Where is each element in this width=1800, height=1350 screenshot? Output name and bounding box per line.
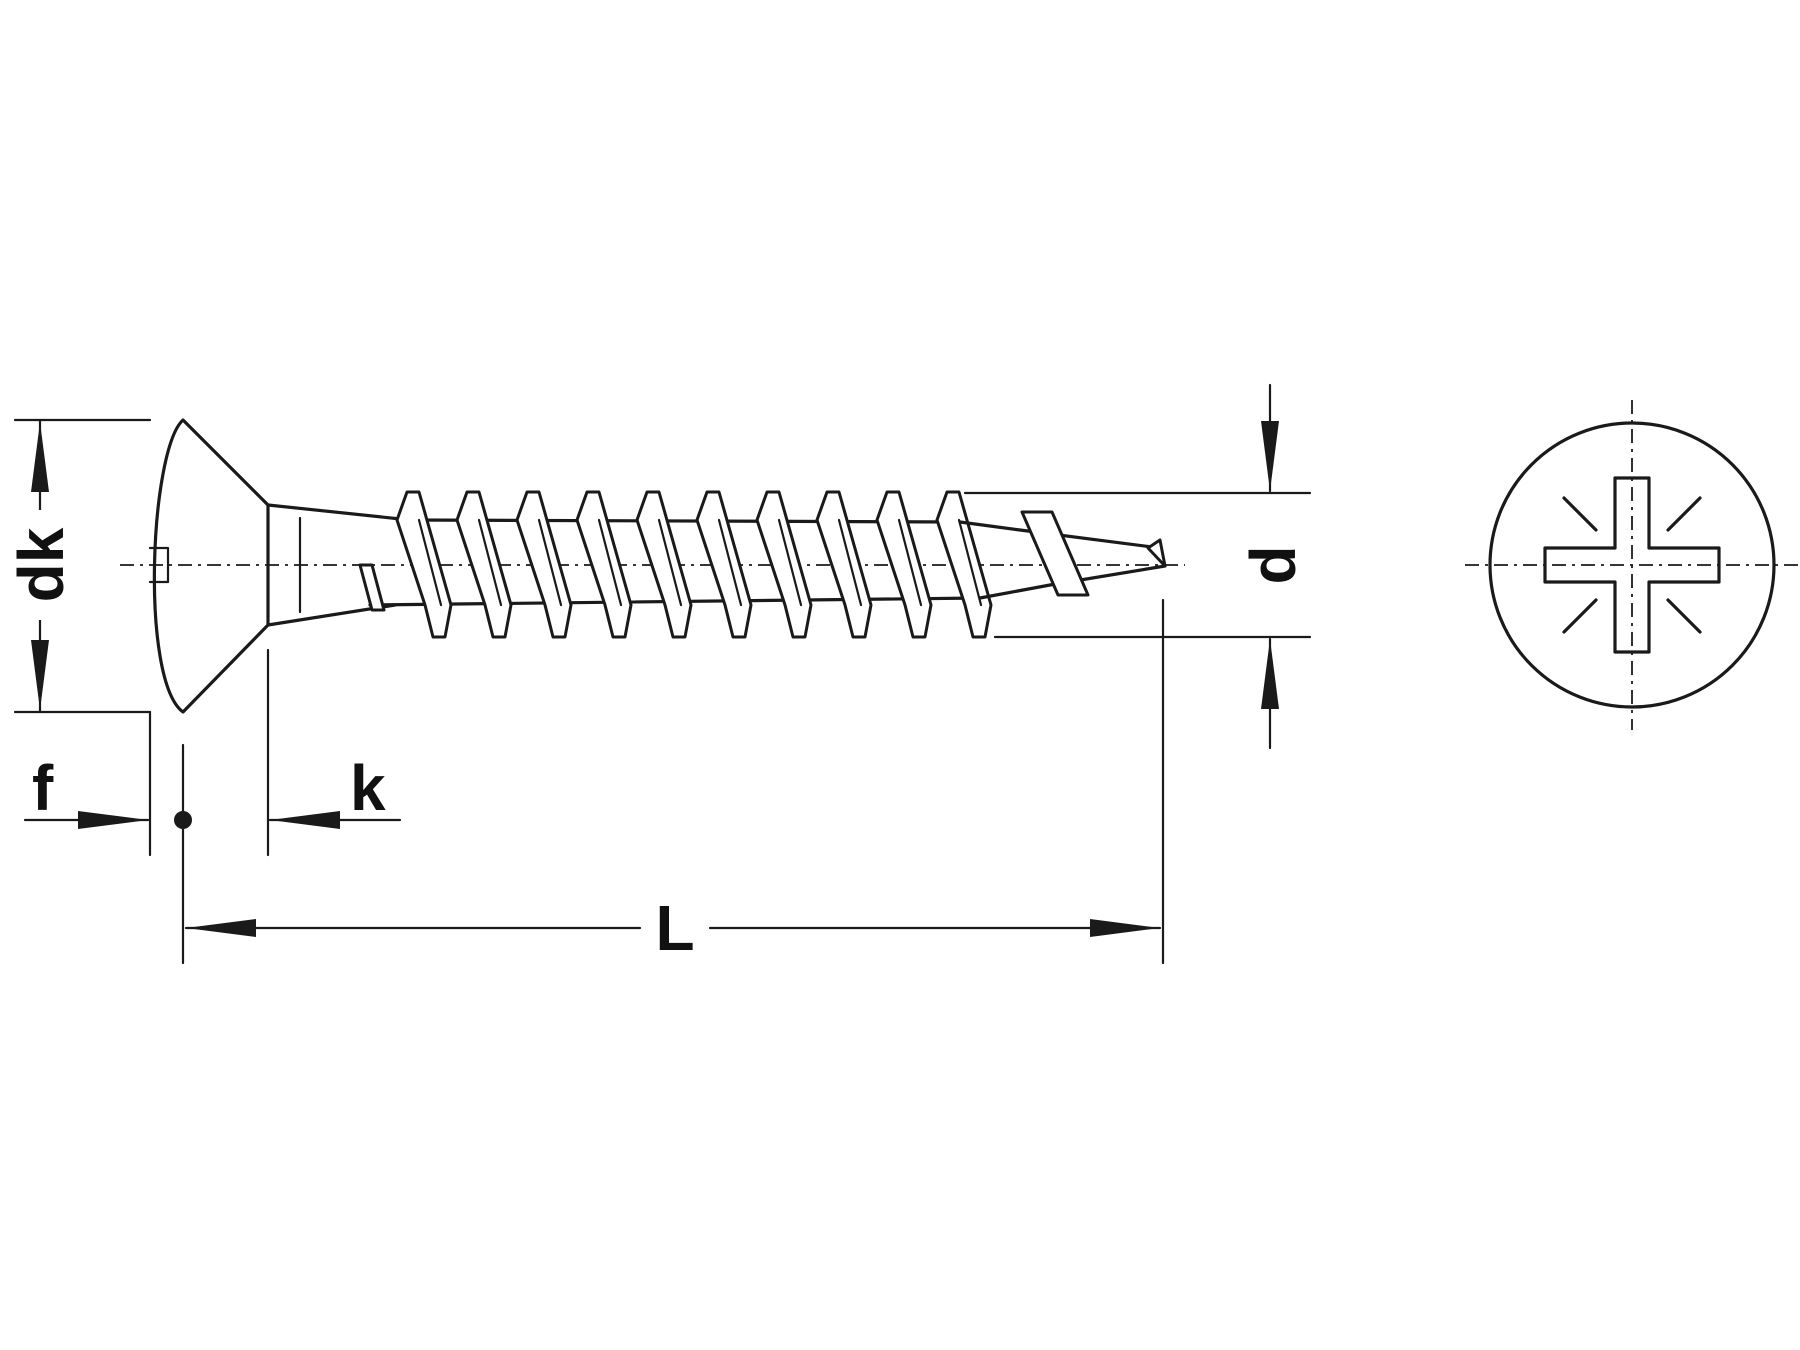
k-arrow bbox=[270, 811, 340, 829]
dimension-f: f bbox=[23, 710, 192, 965]
thread-flank bbox=[455, 490, 513, 639]
f-arrow bbox=[78, 811, 148, 829]
thread-flank bbox=[695, 490, 753, 639]
label-k: k bbox=[350, 752, 386, 824]
screw-head bbox=[152, 418, 270, 714]
dimension-d: d bbox=[963, 383, 1312, 750]
pozi-cross-recess bbox=[1543, 476, 1721, 654]
pozi-tick-marks bbox=[1562, 496, 1702, 634]
tip-thread-2 bbox=[1146, 538, 1167, 568]
label-L: L bbox=[655, 892, 694, 964]
L-arrow-right bbox=[1090, 919, 1160, 937]
thread-helix-line bbox=[657, 518, 683, 607]
thread-flank bbox=[515, 490, 573, 639]
thread-flank bbox=[935, 490, 993, 639]
d-arrow-top bbox=[1261, 421, 1279, 491]
thread-helix-line bbox=[597, 518, 623, 607]
d-arrow-bottom bbox=[1261, 639, 1279, 709]
thread-flank bbox=[815, 490, 873, 639]
thread-helix-line bbox=[957, 518, 983, 607]
label-d: d bbox=[1237, 545, 1309, 584]
thread-flanks bbox=[395, 490, 993, 639]
dimension-k: k bbox=[266, 648, 402, 857]
thread-flank bbox=[575, 490, 633, 639]
dimension-dk: dk bbox=[5, 418, 152, 714]
thread-helix-line bbox=[477, 518, 503, 607]
screw-side-view bbox=[120, 418, 1185, 714]
thread-helix-line bbox=[717, 518, 743, 607]
screw-head-top-view bbox=[1465, 400, 1800, 730]
core-top bbox=[408, 518, 962, 524]
back-thread bbox=[358, 563, 386, 612]
dk-arrow-top bbox=[31, 422, 49, 492]
dk-arrow-bottom bbox=[31, 640, 49, 710]
shank-top-edge bbox=[266, 503, 412, 522]
thread-flank bbox=[395, 490, 453, 639]
thread-helix-line bbox=[777, 518, 803, 607]
thread-flank bbox=[875, 490, 933, 639]
thread-flank bbox=[635, 490, 693, 639]
thread-flank bbox=[755, 490, 813, 639]
label-dk: dk bbox=[5, 527, 77, 602]
tip-thread-1 bbox=[1020, 510, 1090, 597]
head-slot bbox=[148, 546, 170, 584]
thread-helix-line bbox=[837, 518, 863, 607]
L-arrow-left bbox=[186, 919, 256, 937]
thread-helix-line bbox=[417, 518, 443, 607]
label-f: f bbox=[32, 752, 54, 824]
thread-helix-line bbox=[897, 518, 923, 607]
dimension-L: L bbox=[184, 598, 1165, 965]
thread-helix-line bbox=[537, 518, 563, 607]
